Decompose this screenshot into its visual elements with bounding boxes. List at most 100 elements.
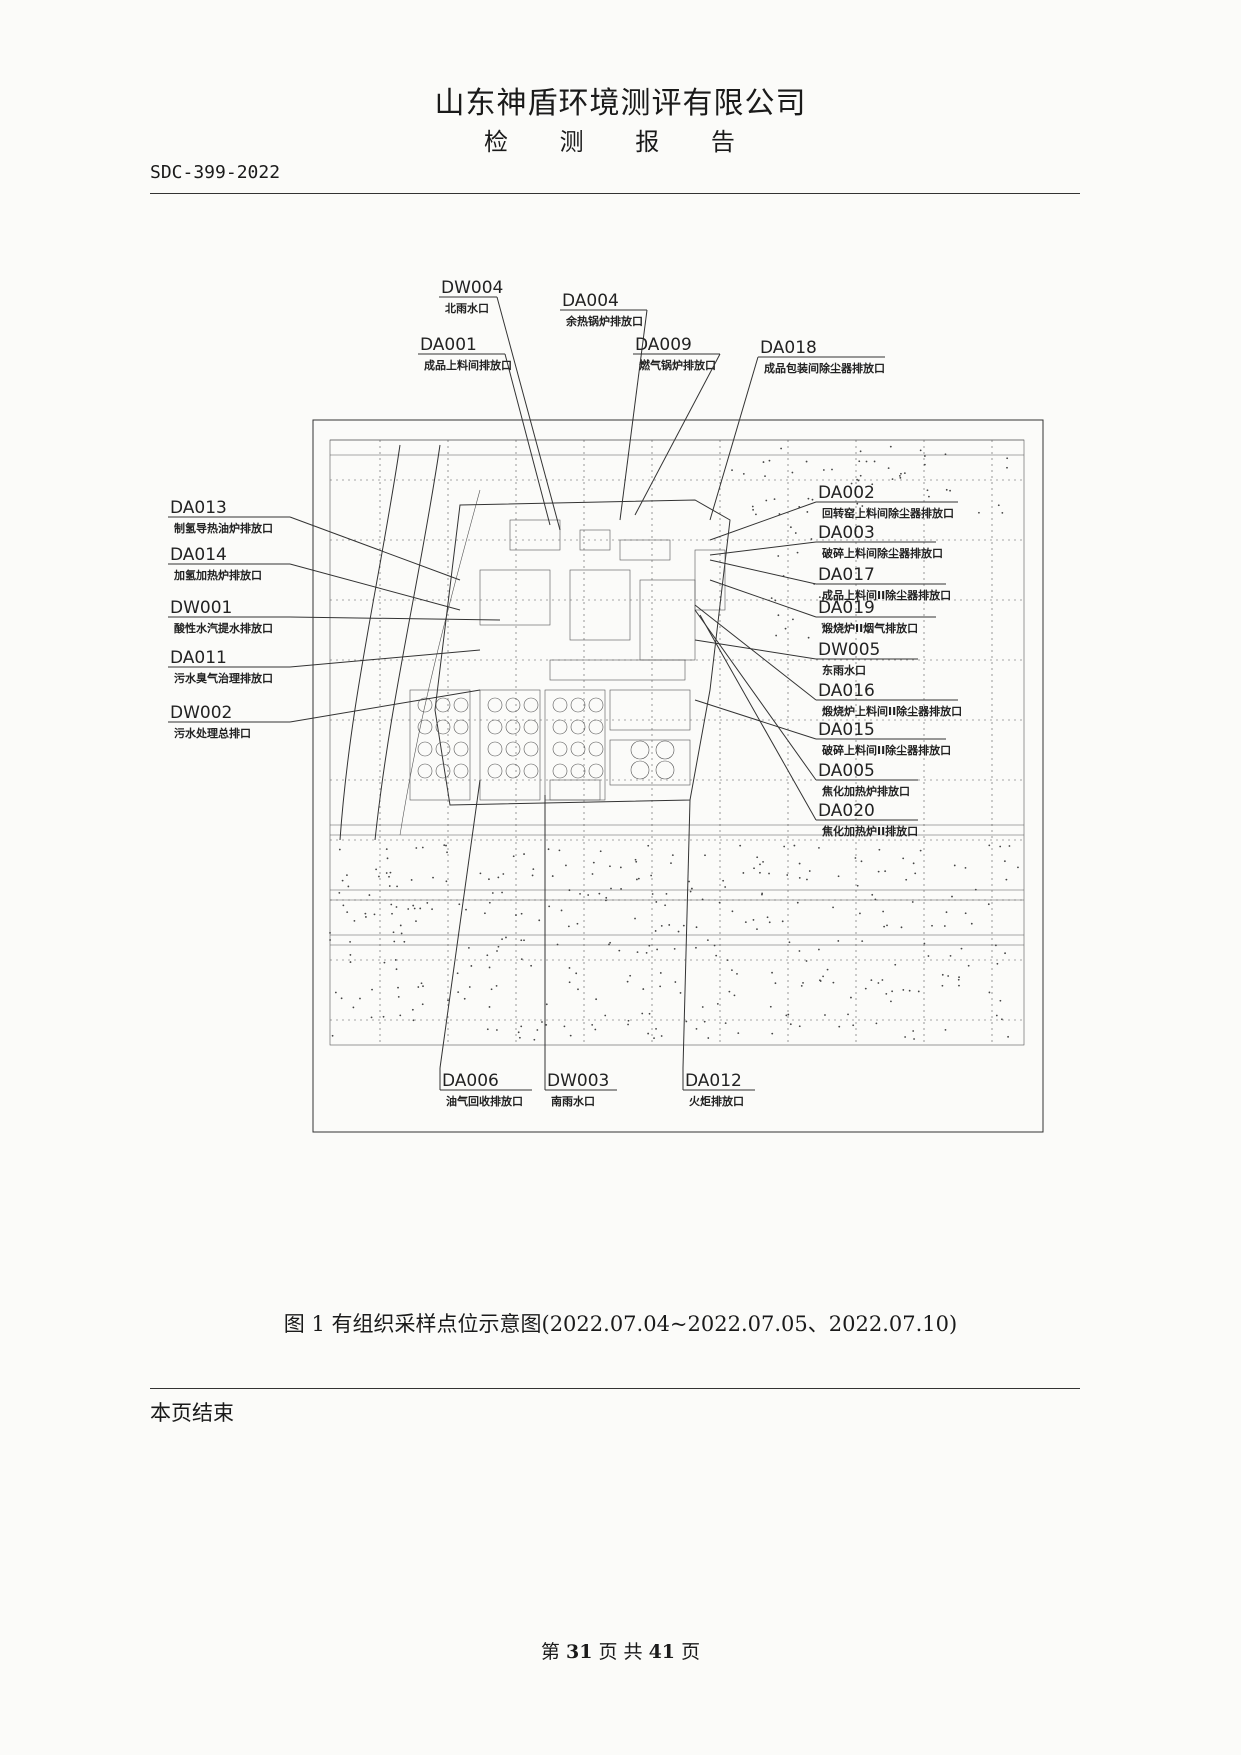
vegetation-dot: [609, 941, 612, 944]
vegetation-dot: [688, 880, 690, 883]
vegetation-dot: [826, 629, 829, 632]
vegetation-dot: [445, 844, 447, 847]
vegetation-dot: [718, 901, 721, 904]
vegetation-dot: [796, 551, 799, 554]
sampling-point-code: DA013: [170, 498, 227, 518]
vegetation-dot: [900, 926, 903, 929]
process-unit: [694, 549, 726, 611]
vegetation-dot: [520, 912, 523, 915]
vegetation-dot: [1006, 466, 1008, 469]
vegetation-dot: [458, 903, 461, 906]
vegetation-dot: [768, 872, 770, 875]
vegetation-dot: [517, 1031, 520, 1034]
footer-total-pages: 41: [648, 1641, 676, 1663]
vegetation-dot: [945, 488, 948, 491]
vegetation-dot: [742, 472, 745, 475]
vegetation-dot: [690, 887, 693, 890]
vegetation-dot: [682, 924, 685, 927]
vegetation-dot: [703, 1020, 706, 1023]
vegetation-dot: [591, 873, 594, 875]
vegetation-dot: [724, 886, 727, 888]
vegetation-dot: [352, 1006, 355, 1009]
leader-line: [694, 609, 817, 781]
vegetation-dot: [731, 969, 733, 972]
footer-prefix: 第: [540, 1641, 560, 1663]
vegetation-dot: [395, 968, 398, 971]
vegetation-dot: [771, 1032, 774, 1035]
vegetation-dot: [673, 947, 676, 950]
vegetation-dot: [497, 876, 500, 879]
vegetation-dot: [871, 893, 874, 896]
vegetation-dot: [791, 471, 794, 474]
vegetation-dot: [399, 924, 402, 927]
vegetation-dot: [902, 989, 905, 991]
vegetation-dot: [785, 1014, 788, 1017]
vegetation-dot: [884, 870, 887, 873]
vegetation-dot: [456, 972, 459, 975]
sampling-point-description: 油气回收排放口: [446, 1094, 523, 1108]
vegetation-dot: [911, 901, 914, 903]
vegetation-dot: [871, 483, 874, 486]
vegetation-dot: [891, 478, 894, 481]
vegetation-dot: [850, 482, 853, 485]
vegetation-dot: [777, 555, 780, 557]
vegetation-dot: [944, 453, 947, 456]
storage-tank: [435, 763, 451, 779]
vegetation-dot: [518, 1036, 521, 1039]
vegetation-dot: [756, 928, 758, 931]
vegetation-dot: [859, 474, 862, 477]
vegetation-dot: [634, 858, 637, 861]
vegetation-dot: [420, 982, 423, 985]
vegetation-dot: [432, 876, 434, 879]
vegetation-dot: [917, 990, 920, 993]
vegetation-dot: [595, 998, 598, 1001]
vegetation-dot: [365, 916, 367, 918]
vegetation-dot: [627, 1019, 630, 1022]
vegetation-dot: [755, 513, 757, 516]
storage-tank: [417, 719, 433, 735]
vegetation-dot: [636, 951, 639, 954]
storage-tank: [523, 719, 539, 735]
vegetation-dot: [659, 985, 662, 988]
vegetation-dot: [660, 1035, 663, 1037]
vegetation-dot: [826, 968, 829, 971]
vegetation-dot: [567, 925, 570, 928]
storage-tank: [570, 697, 586, 713]
vegetation-dot: [831, 468, 833, 471]
vegetation-dot: [530, 964, 533, 967]
vegetation-dot: [774, 599, 777, 602]
vegetation-dot: [912, 862, 915, 865]
vegetation-dot: [919, 849, 922, 852]
vegetation-dot: [685, 1020, 688, 1023]
vegetation-dot: [577, 988, 579, 991]
vegetation-dot: [587, 894, 590, 896]
vegetation-dot: [752, 508, 754, 511]
vegetation-dot: [970, 922, 973, 925]
vegetation-dot: [545, 1003, 548, 1006]
vegetation-dot: [446, 851, 448, 854]
vegetation-dot: [512, 855, 515, 858]
vegetation-dot: [536, 1029, 539, 1031]
leader-line: [289, 689, 481, 723]
vegetation-dot: [978, 511, 980, 514]
vegetation-dot: [808, 870, 811, 872]
vegetation-dot: [560, 909, 563, 912]
sampling-point-description: 北雨水口: [445, 301, 489, 315]
vegetation-dot: [949, 489, 951, 492]
leader-line: [682, 799, 691, 1069]
vegetation-dot: [651, 893, 654, 895]
vegetation-dot: [832, 906, 834, 909]
vegetation-dot: [389, 871, 392, 874]
storage-tank: [453, 697, 469, 713]
vegetation-dot: [759, 871, 761, 874]
vegetation-dot: [701, 1006, 704, 1008]
sampling-point-description: 焦化加热炉II排放口: [821, 824, 918, 838]
vegetation-dot: [759, 863, 761, 866]
sampling-point-description: 酸性水汽提水排放口: [174, 621, 273, 635]
vegetation-dot: [798, 862, 801, 865]
vegetation-dot: [443, 844, 446, 847]
vegetation-dot: [468, 986, 471, 988]
vegetation-dot: [394, 959, 397, 961]
vegetation-dot: [608, 943, 610, 946]
vegetation-dot: [599, 850, 602, 853]
